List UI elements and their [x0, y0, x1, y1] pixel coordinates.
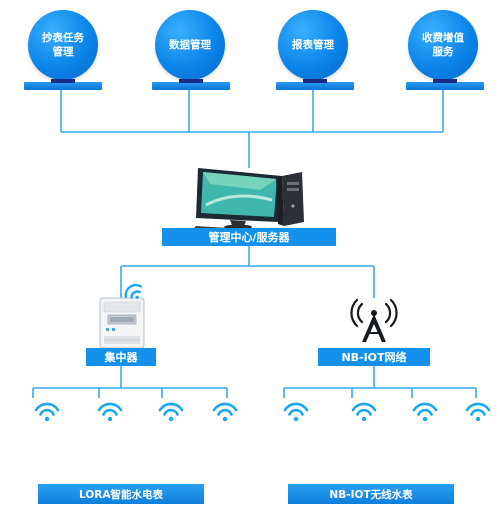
- node-base: [276, 79, 354, 90]
- node-billing-services: 收费增值 服务: [408, 10, 478, 80]
- node-label: 抄表任务 管理: [42, 32, 84, 58]
- wifi-icon: [412, 402, 438, 423]
- center-label-text: 管理中心/服务器: [208, 231, 290, 244]
- node-base: [152, 79, 230, 90]
- node-base: [406, 79, 484, 90]
- center-label: 管理中心/服务器: [162, 228, 336, 246]
- node-meter-task-management: 抄表任务 管理: [28, 10, 98, 80]
- lora-meter-label: LORA智能水电表: [38, 484, 204, 504]
- wifi-icon: [465, 402, 491, 423]
- concentrator-label-text: 集中器: [104, 351, 138, 364]
- node-label: 数据管理: [169, 39, 211, 51]
- wifi-icon: [97, 402, 123, 423]
- wifi-icon: [351, 402, 377, 423]
- wifi-icon: [158, 402, 184, 423]
- wifi-icon: [212, 402, 238, 423]
- nbiot-network-label-text: NB-IOT网络: [341, 351, 407, 364]
- concentrator-label: 集中器: [86, 348, 156, 366]
- nbiot-meter-label: NB-IOT无线水表: [288, 484, 454, 504]
- wifi-icon: [34, 402, 60, 423]
- nbiot-meter-label-text: NB-IOT无线水表: [329, 488, 413, 501]
- lora-meter-label-text: LORA智能水电表: [79, 488, 163, 501]
- node-base: [24, 79, 102, 90]
- node-label: 报表管理: [292, 39, 334, 51]
- nbiot-network-label: NB-IOT网络: [318, 348, 430, 366]
- node-label: 收费增值 服务: [422, 32, 464, 58]
- node-data-management: 数据管理: [155, 10, 225, 80]
- node-report-management: 报表管理: [278, 10, 348, 80]
- wifi-icon: [283, 402, 309, 423]
